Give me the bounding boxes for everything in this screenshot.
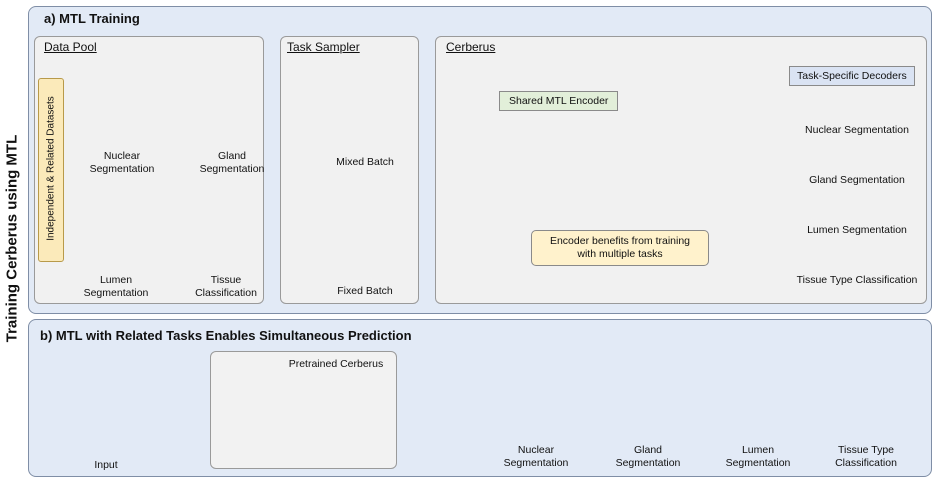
output-label: Lumen Segmentation bbox=[725, 444, 791, 469]
task-sampler-title: Task Sampler bbox=[287, 40, 360, 54]
encoder-note: Encoder benefits from training with mult… bbox=[531, 230, 709, 266]
output-label: Gland Segmentation bbox=[615, 444, 681, 469]
datasets-tag: Independent & Related Datasets bbox=[38, 78, 64, 262]
task-sampler-box bbox=[280, 36, 419, 304]
decoder-head-label: Lumen Segmentation bbox=[807, 224, 907, 236]
data-pool-label: Tissue Classification bbox=[195, 274, 257, 299]
mixed-batch-label: Mixed Batch bbox=[336, 156, 394, 168]
data-pool-label: Gland Segmentation bbox=[199, 150, 265, 175]
panel-a-title: a) MTL Training bbox=[44, 11, 140, 26]
decoder-head-label: Tissue Type Classification bbox=[796, 274, 918, 286]
cerberus-title: Cerberus bbox=[446, 40, 496, 54]
decoder-head-label: Gland Segmentation bbox=[809, 174, 905, 186]
input-label: Input bbox=[94, 459, 118, 471]
panel-b bbox=[28, 319, 932, 477]
decoder-head-label: Nuclear Segmentation bbox=[805, 124, 909, 136]
side-title: Training Cerberus using MTL bbox=[3, 134, 21, 343]
output-label: Nuclear Segmentation bbox=[503, 444, 569, 469]
output-label: Tissue Type Classification bbox=[835, 444, 897, 469]
fixed-batch-label: Fixed Batch bbox=[337, 285, 393, 297]
panel-b-title: b) MTL with Related Tasks Enables Simult… bbox=[40, 328, 412, 343]
pretrained-label: Pretrained Cerberus bbox=[288, 358, 384, 370]
data-pool-title: Data Pool bbox=[44, 40, 97, 54]
decoders-label: Task-Specific Decoders bbox=[789, 66, 915, 86]
pretrained-box bbox=[210, 351, 397, 469]
shared-encoder-label: Shared MTL Encoder bbox=[499, 91, 619, 111]
data-pool-box bbox=[34, 36, 264, 304]
datasets-tag-label: Independent & Related Datasets bbox=[45, 96, 57, 241]
data-pool-label: Lumen Segmentation bbox=[83, 274, 149, 299]
encoder-note-text: Encoder benefits from training with mult… bbox=[549, 235, 691, 260]
data-pool-label: Nuclear Segmentation bbox=[89, 150, 155, 175]
